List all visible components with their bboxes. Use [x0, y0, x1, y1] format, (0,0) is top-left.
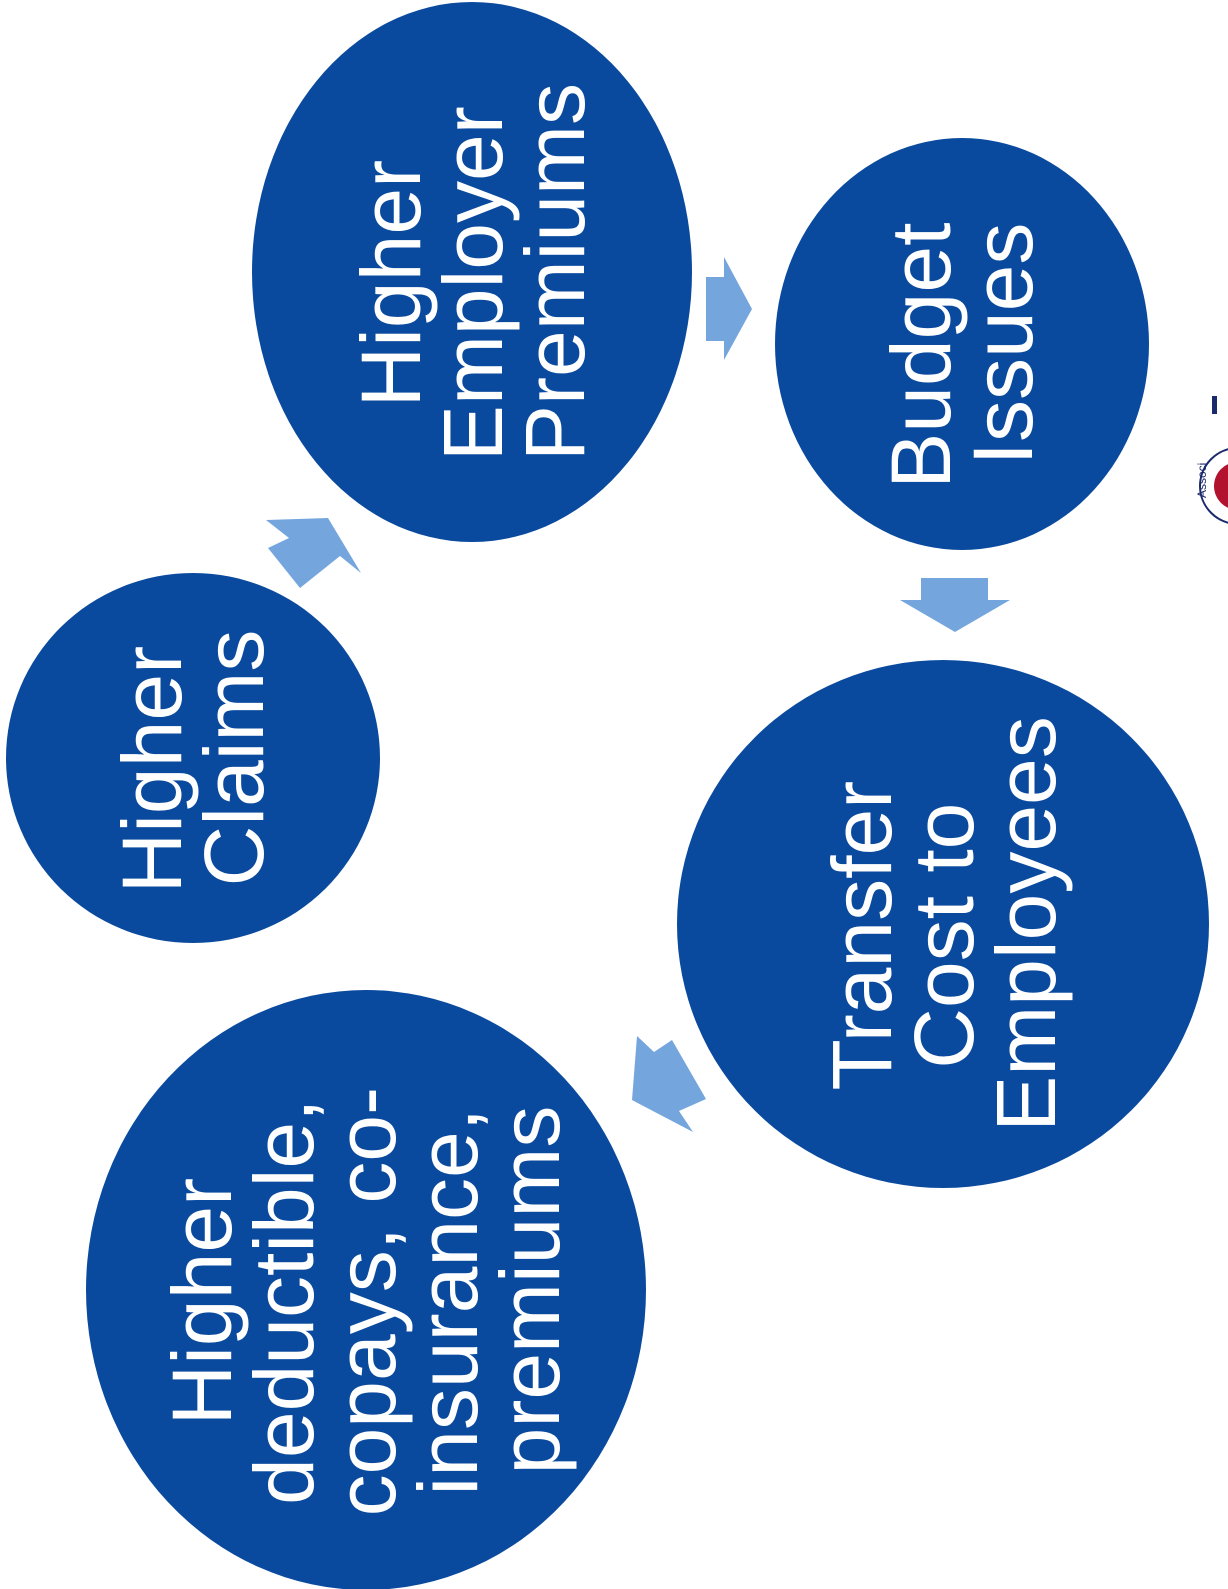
arrow-icon — [632, 1036, 706, 1132]
node-label-higher-deductible: Higher deductible, copays, co- insurance… — [155, 1064, 577, 1517]
arrow-icon — [266, 518, 361, 588]
bubbles — [6, 2, 1209, 1589]
arrow-icon — [900, 578, 1010, 632]
bubble-higher-claims — [6, 573, 380, 943]
arrow-icon — [706, 257, 752, 360]
node-label-budget-issues: Budget Issues — [874, 199, 1050, 489]
logo-tick — [1212, 396, 1217, 414]
bubble-budget-issues — [775, 138, 1149, 550]
node-text: Higher deductible, copays, co- insurance… — [155, 1064, 577, 1517]
logo-fragment: Associ — [1195, 396, 1228, 524]
node-text: Higher Employer Premiums — [344, 83, 602, 461]
node-text: Budget Issues — [874, 199, 1050, 489]
arrows — [266, 257, 1010, 1132]
node-text: Transfer Cost to Employees — [815, 716, 1073, 1132]
bubble-higher-employer-premiums — [252, 2, 692, 542]
bubble-higher-deductible — [86, 990, 646, 1589]
logo-core-icon — [1214, 464, 1228, 508]
node-label-higher-claims: Higher Claims — [105, 623, 281, 894]
logo-text: Associ — [1195, 463, 1209, 498]
node-text: Higher Claims — [105, 623, 281, 894]
node-label-transfer-cost: Transfer Cost to Employees — [815, 716, 1073, 1132]
bubble-transfer-cost — [677, 660, 1209, 1188]
node-label-higher-employer-premiums: Higher Employer Premiums — [344, 83, 602, 461]
